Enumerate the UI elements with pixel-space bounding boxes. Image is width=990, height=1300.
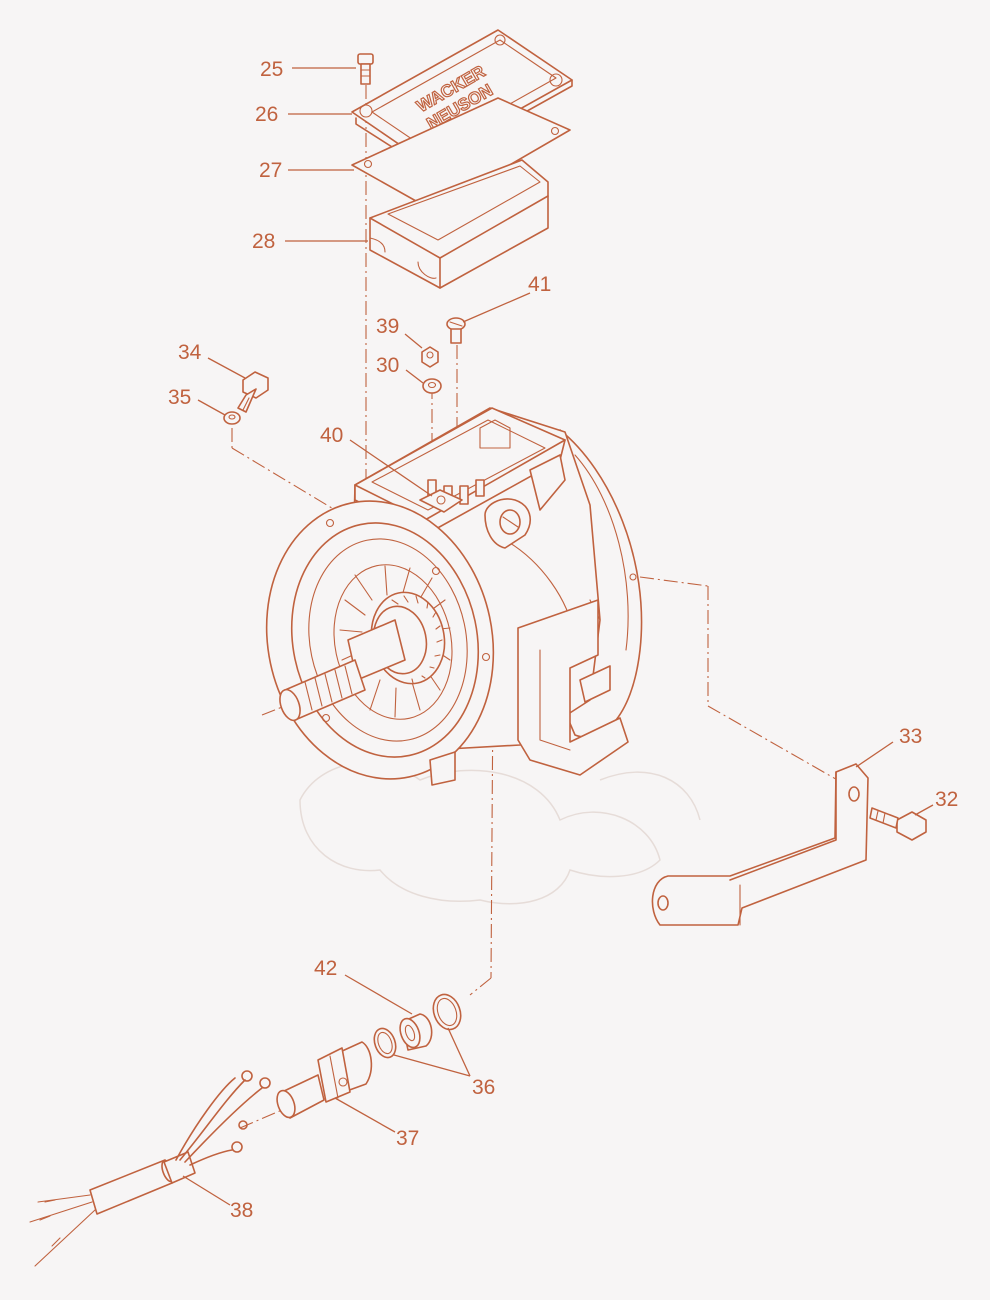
callout-32: 32 — [935, 788, 958, 811]
callout-26: 26 — [255, 103, 278, 126]
callout-42: 42 — [314, 957, 337, 980]
callout-leaders — [182, 67, 934, 1206]
seal-ring-42 — [399, 1013, 433, 1051]
cable-gland-37 — [276, 1041, 373, 1119]
cover-gasket-27 — [351, 97, 571, 211]
callout-37: 37 — [396, 1127, 419, 1150]
cover-screw-25 — [357, 53, 374, 85]
screw-41 — [446, 317, 466, 344]
callout-38: 38 — [230, 1199, 253, 1222]
callout-39: 39 — [376, 315, 399, 338]
washer-30 — [422, 378, 442, 394]
o-ring-36-a — [432, 993, 462, 1031]
callout-36: 36 — [472, 1076, 495, 1099]
washer-35 — [223, 411, 241, 425]
nut-39 — [421, 346, 439, 368]
callout-27: 27 — [259, 159, 282, 182]
terminal-box-28 — [369, 159, 549, 289]
callout-34: 34 — [178, 341, 202, 364]
callout-25: 25 — [260, 58, 283, 81]
callout-28: 28 — [252, 230, 275, 253]
motor-housing — [265, 407, 643, 786]
o-ring-36-b — [373, 1027, 397, 1059]
callout-40: 40 — [320, 424, 343, 447]
power-cable-38 — [29, 1070, 271, 1267]
callout-labels: 25 26 27 28 41 39 30 34 35 40 33 32 42 3… — [168, 58, 958, 1222]
callout-33: 33 — [899, 725, 922, 748]
bolt-32 — [869, 807, 927, 841]
mounting-bracket-33 — [651, 763, 869, 926]
callout-35: 35 — [168, 386, 191, 409]
callout-41: 41 — [528, 273, 551, 296]
bolt-34 — [237, 371, 269, 413]
callout-30: 30 — [376, 354, 399, 377]
